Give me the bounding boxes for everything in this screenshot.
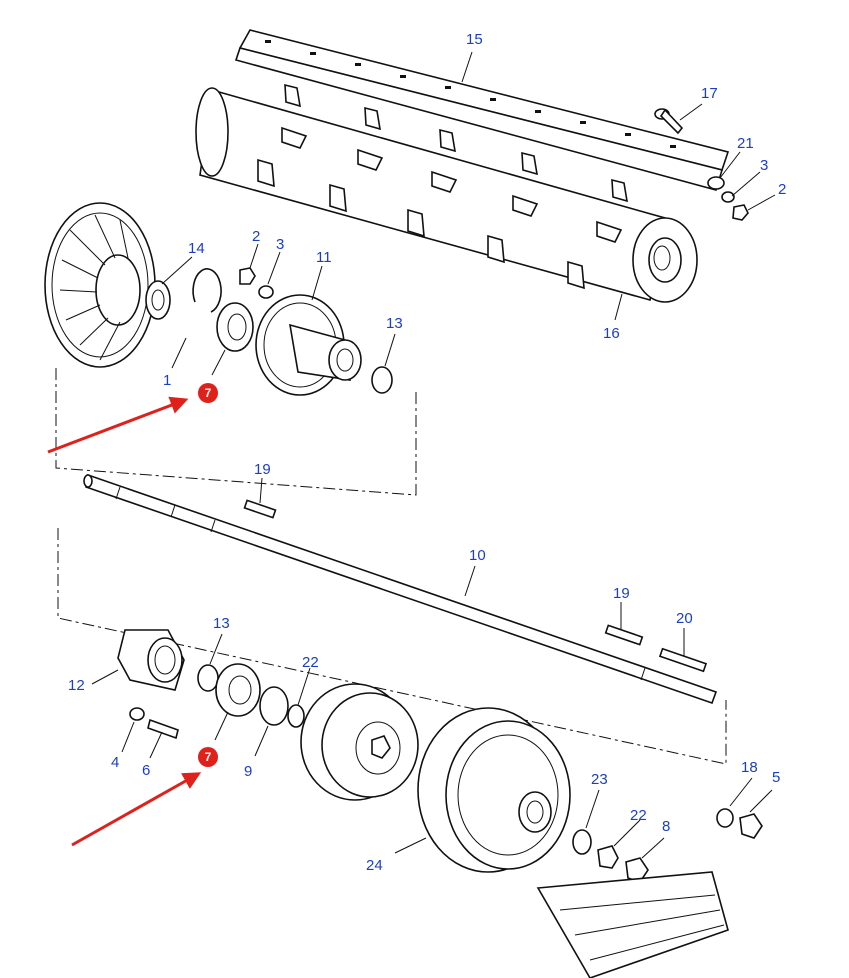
callout-12: 12 [68,677,85,694]
rotor-paddles [257,83,628,290]
knife-bar [234,29,730,191]
seal-14 [145,280,171,320]
bearing-top [216,302,254,352]
badge-label-top: 7 [205,386,212,400]
nut-2-mid [239,267,256,285]
highlight-badge-bottom: 7 [198,747,218,767]
group-box-top [55,368,417,496]
washer-23 [572,829,592,855]
callout-3: 3 [760,157,768,174]
red-arrow-bottom [71,772,202,847]
bolt-6 [147,718,179,740]
callout-22: 22 [630,807,647,824]
red-arrow-top [47,396,189,454]
bearing-housing [117,629,185,691]
callout-10: 10 [469,547,486,564]
callout-2: 2 [252,228,260,245]
callout-11: 11 [316,249,332,266]
callout-19: 19 [613,585,630,602]
key-19-bottom [604,624,644,646]
callout-8: 8 [662,818,670,835]
bolt-17 [654,108,684,135]
callout-3: 3 [276,236,284,253]
spacer-13-bottom [197,664,219,692]
callout-14: 14 [188,240,205,257]
callout-13: 13 [213,615,230,632]
callout-1: 1 [163,372,171,389]
callout-16: 16 [603,325,620,342]
washer-21 [707,176,725,190]
shaft [83,473,718,705]
callout-21: 21 [737,135,754,152]
rotor-drum [195,83,698,303]
nut-2-top [732,204,749,221]
callout-6: 6 [142,762,150,779]
callout-24: 24 [366,857,383,874]
callout-15: 15 [466,31,483,48]
key-19-top [243,499,277,519]
nut-5 [739,813,763,839]
callout-labels: 15 17 21 3 2 14 2 3 11 13 16 1 19 10 19 … [68,31,786,874]
large-pulley [417,707,571,873]
callout-9: 9 [244,763,252,780]
callout-13: 13 [386,315,403,332]
callout-18: 18 [741,759,758,776]
badge-label-bottom: 7 [205,750,212,764]
circlip-1 [192,268,222,313]
nut-8 [625,857,649,883]
v-belt [536,871,729,978]
callout-2: 2 [778,181,786,198]
spacer-13-top [371,366,393,394]
seal-9 [259,686,289,726]
group-box-bottom [57,528,727,765]
washer-22-left [287,704,305,728]
callout-4: 4 [111,754,119,771]
bearing-bottom [215,663,261,717]
callout-20: 20 [676,610,693,627]
small-pulley [300,683,419,801]
leader-lines [91,51,776,859]
spring-washer-18 [716,808,734,828]
spoked-wheel [44,202,156,368]
bearing-hub [255,294,362,396]
callout-17: 17 [701,85,718,102]
nut-22-right [597,845,619,869]
spring-washer-3-top [721,191,735,203]
callout-19: 19 [254,461,271,478]
spring-washer-4 [129,707,145,721]
spring-washer-3-mid [258,285,274,299]
callout-22: 22 [302,654,319,671]
callout-23: 23 [591,771,608,788]
highlight-badge-top: 7 [198,383,218,403]
key-20 [658,647,708,673]
callout-5: 5 [772,769,780,786]
